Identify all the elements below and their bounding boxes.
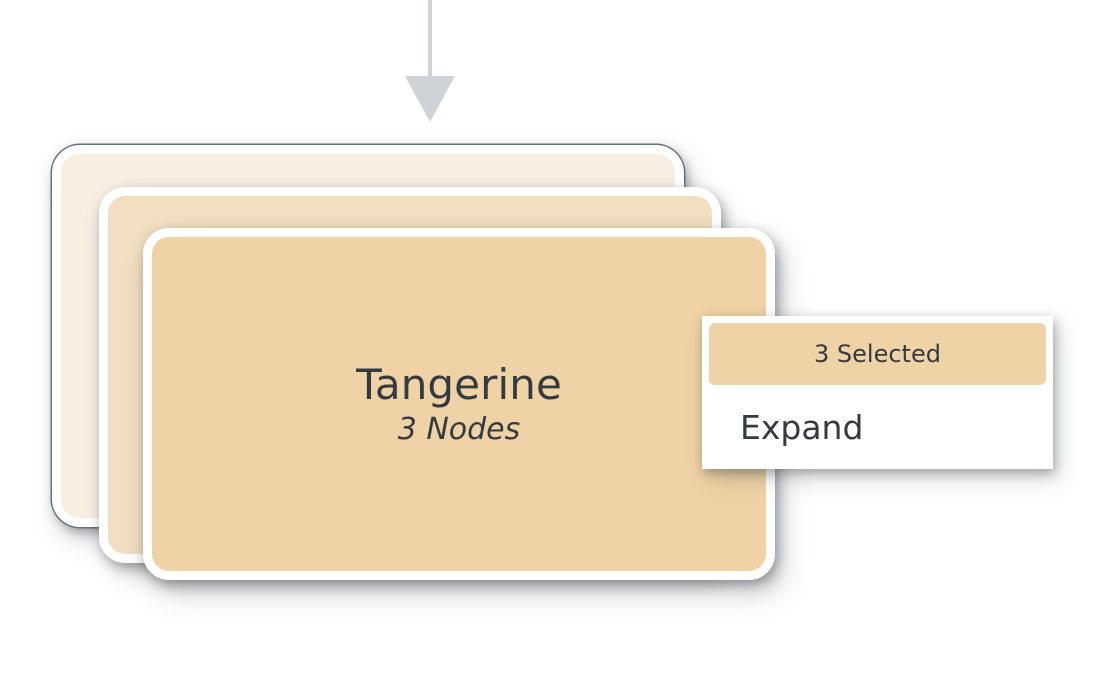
- node-title: Tangerine: [356, 359, 562, 409]
- selected-count-label: 3 Selected: [814, 340, 941, 368]
- node-subtitle: 3 Nodes: [397, 412, 521, 448]
- stack-card-front[interactable]: Tangerine 3 Nodes: [143, 228, 775, 580]
- context-menu: 3 Selected Expand: [702, 316, 1053, 469]
- context-menu-body: Expand: [709, 385, 1046, 469]
- context-menu-header: 3 Selected: [709, 323, 1046, 385]
- menu-item-label: Expand: [740, 407, 864, 447]
- arrow-down-icon: [405, 0, 455, 122]
- menu-item-expand[interactable]: Expand: [709, 385, 1046, 469]
